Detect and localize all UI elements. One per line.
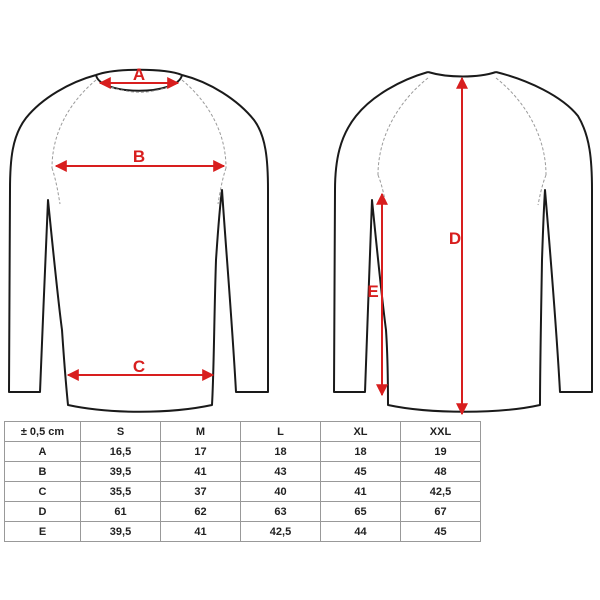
- measure-a-label: A: [133, 65, 145, 84]
- table-cell: 18: [240, 441, 321, 462]
- table-cell: 63: [240, 501, 321, 522]
- table-cell: 39,5: [80, 521, 161, 542]
- table-cell: 45: [320, 461, 401, 482]
- table-cell: 35,5: [80, 481, 161, 502]
- row-label: B: [4, 461, 81, 482]
- measure-c-label: C: [133, 357, 145, 376]
- table-cell: 41: [160, 461, 241, 482]
- table-cell: 17: [160, 441, 241, 462]
- table-cell: 16,5: [80, 441, 161, 462]
- table-cell: 43: [240, 461, 321, 482]
- table-corner-cell: ± 0,5 cm: [4, 421, 81, 442]
- table-cell: 42,5: [240, 521, 321, 542]
- row-label: C: [4, 481, 81, 502]
- front-seams: [51, 79, 227, 205]
- front-collar-outer: [95, 68, 183, 76]
- row-label: E: [4, 521, 81, 542]
- front-shirt-outline: [8, 74, 269, 413]
- table-cell: 65: [320, 501, 401, 522]
- measure-e-label: E: [367, 282, 378, 301]
- size-header: L: [240, 421, 321, 442]
- table-cell: 48: [400, 461, 481, 482]
- table-cell: 42,5: [400, 481, 481, 502]
- size-header: M: [160, 421, 241, 442]
- table-row: E 39,5 41 42,5 44 45: [4, 521, 481, 542]
- table-cell: 44: [320, 521, 401, 542]
- table-cell: 41: [320, 481, 401, 502]
- row-label: A: [4, 441, 81, 462]
- size-table: ± 0,5 cm S M L XL XXL A 16,5 17 18 18 19…: [4, 421, 481, 542]
- back-shirt: [333, 71, 593, 413]
- size-header: XXL: [400, 421, 481, 442]
- measure-b-label: B: [133, 147, 145, 166]
- row-label: D: [4, 501, 81, 522]
- measurements: [54, 76, 468, 416]
- measure-labels: A B C D E: [133, 65, 461, 376]
- table-header-row: ± 0,5 cm S M L XL XXL: [4, 421, 481, 442]
- table-cell: 18: [320, 441, 401, 462]
- table-cell: 67: [400, 501, 481, 522]
- back-seams: [377, 77, 547, 206]
- shirt-diagram: A B C D E: [8, 65, 593, 416]
- table-row: D 61 62 63 65 67: [4, 501, 481, 522]
- table-cell: 45: [400, 521, 481, 542]
- size-header: S: [80, 421, 161, 442]
- table-row: B 39,5 41 43 45 48: [4, 461, 481, 482]
- table-cell: 62: [160, 501, 241, 522]
- size-header: XL: [320, 421, 401, 442]
- table-row: C 35,5 37 40 41 42,5: [4, 481, 481, 502]
- table-cell: 39,5: [80, 461, 161, 482]
- table-row: A 16,5 17 18 18 19: [4, 441, 481, 462]
- measure-d-label: D: [449, 229, 461, 248]
- table-cell: 40: [240, 481, 321, 502]
- back-collar: [427, 71, 497, 78]
- table-cell: 41: [160, 521, 241, 542]
- table-cell: 19: [400, 441, 481, 462]
- table-cell: 37: [160, 481, 241, 502]
- table-cell: 61: [80, 501, 161, 522]
- back-shirt-outline: [333, 71, 593, 413]
